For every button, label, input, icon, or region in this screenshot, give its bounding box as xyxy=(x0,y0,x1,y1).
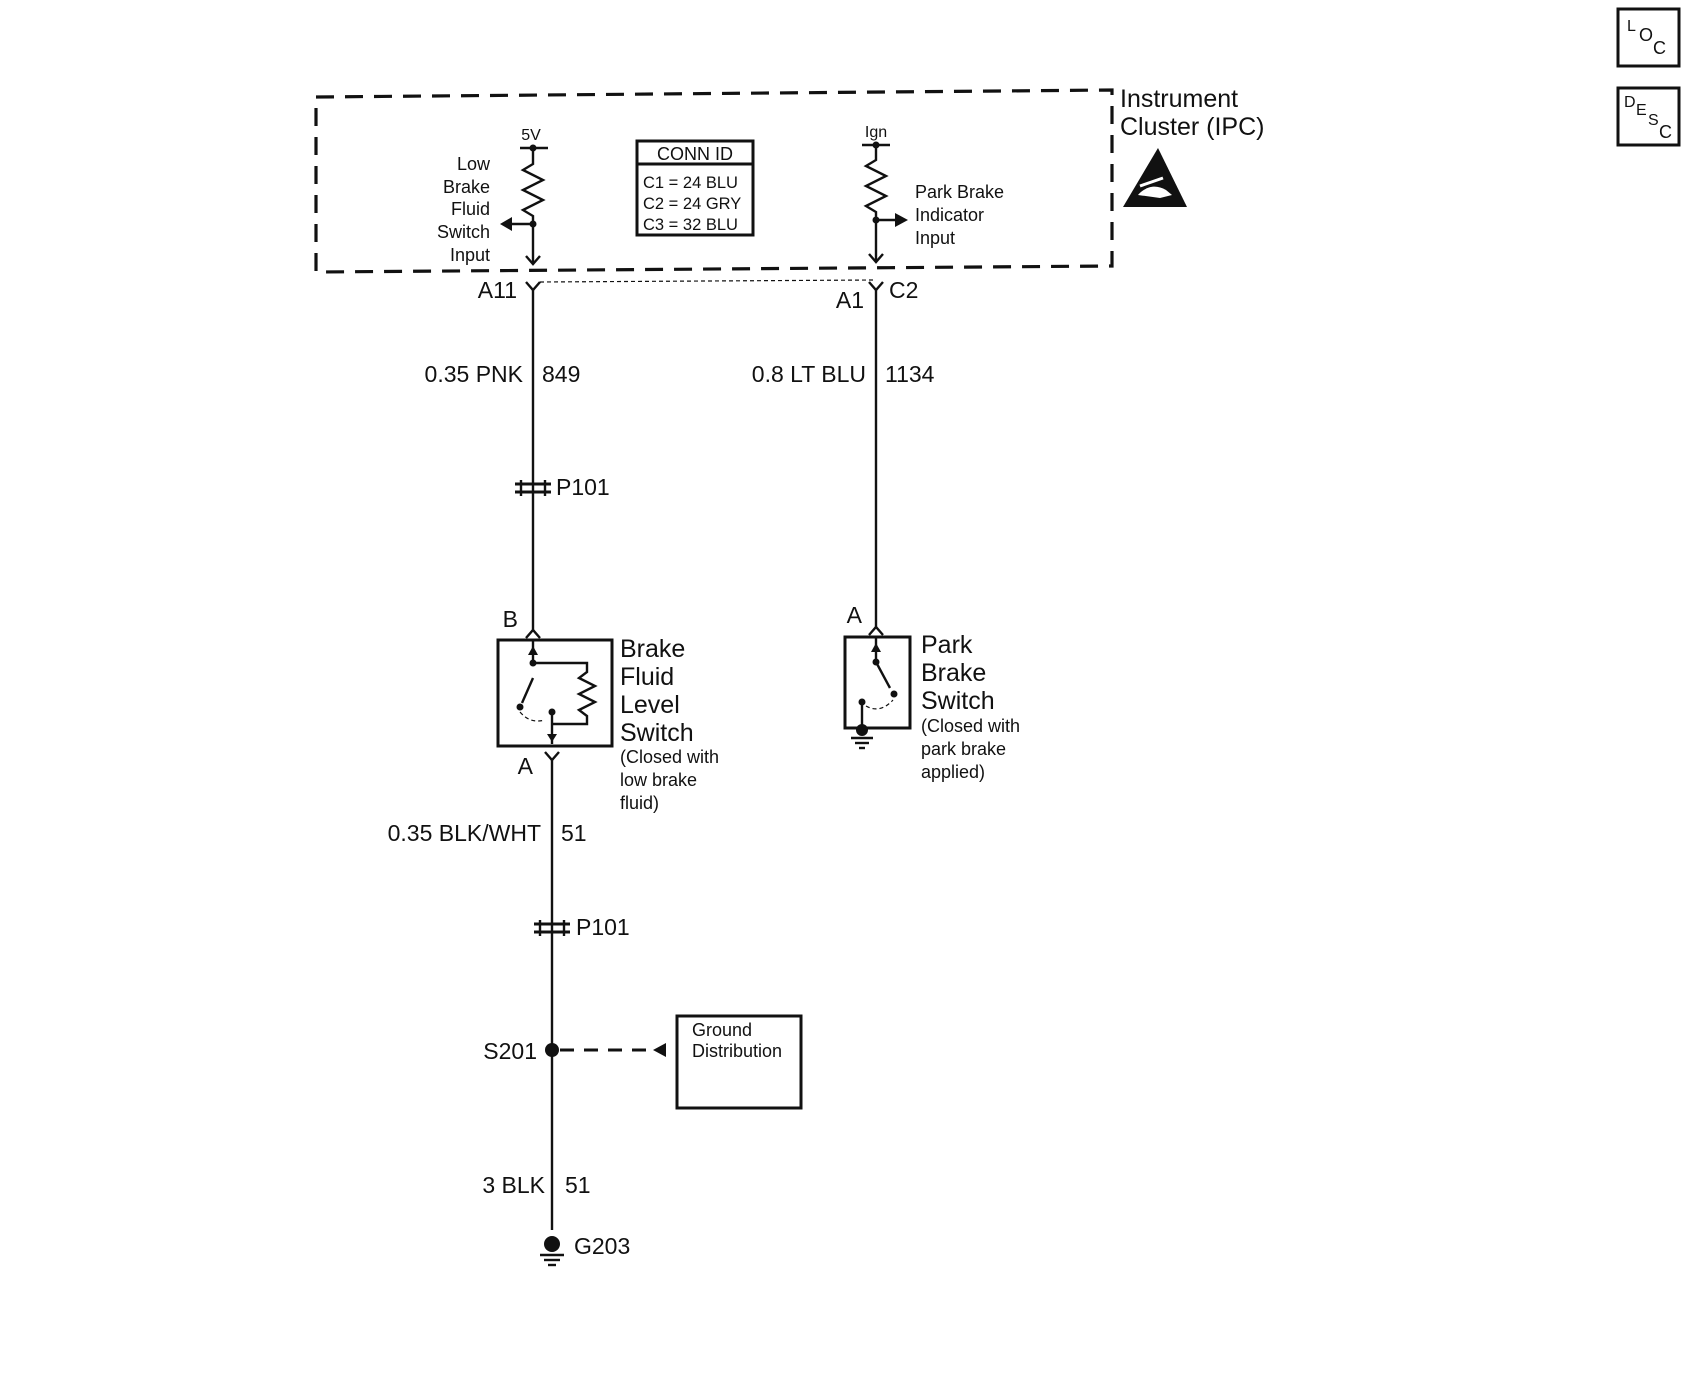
wire-1134-number: 1134 xyxy=(885,361,935,387)
conn-id-title: CONN ID xyxy=(657,144,733,164)
brake-fluid-switch-name-2: Fluid xyxy=(620,663,674,691)
desc-letter-1: D xyxy=(1624,94,1636,111)
loc-button[interactable]: L O C xyxy=(1616,7,1681,68)
p101-bottom-label: P101 xyxy=(576,914,630,940)
ground-g203-icon xyxy=(540,1236,564,1267)
splice-s201-dot xyxy=(545,1043,559,1057)
instrument-cluster-module: Instrument Cluster (IPC) xyxy=(314,85,1264,274)
ground-g203-label: G203 xyxy=(574,1233,630,1259)
left-input-label-1: Low xyxy=(457,154,491,174)
esd-warning-hand-icon xyxy=(1123,148,1187,207)
park-brake-circuit: Ign Park Brake Indicator Input A1 C2 0.8… xyxy=(752,124,1020,782)
low-brake-fluid-circuit: 5V Low Brake Fluid Switch Input A11 0.35… xyxy=(388,127,875,1267)
brake-fluid-switch-note-2: low brake xyxy=(620,770,697,790)
wire-3blk-number: 51 xyxy=(565,1172,591,1198)
brake-fluid-switch-frame xyxy=(496,638,614,748)
connector-c2-label: C2 xyxy=(889,277,918,303)
brake-fluid-switch-note-3: fluid) xyxy=(620,793,659,813)
desc-button[interactable]: D E S C xyxy=(1616,86,1681,147)
module-outline xyxy=(314,88,1114,274)
park-switch-ground-icon xyxy=(856,724,868,736)
pin-b-label: B xyxy=(503,606,518,632)
brake-fluid-level-switch xyxy=(496,638,614,748)
ground-distribution-frame xyxy=(675,1014,803,1110)
conn-id-row-2: C2 = 24 GRY xyxy=(643,195,741,213)
right-input-label-1: Park Brake xyxy=(915,182,1004,202)
park-brake-switch xyxy=(843,635,912,750)
p101-top-label: P101 xyxy=(556,474,610,500)
inline-connector-p101-bottom xyxy=(534,920,570,936)
right-input-label-2: Indicator xyxy=(915,205,984,225)
right-input-label-3: Input xyxy=(915,228,955,248)
ground-distribution-label-2: Distribution xyxy=(692,1041,782,1061)
park-brake-switch-name-3: Switch xyxy=(921,687,995,715)
desc-button-frame xyxy=(1616,86,1681,147)
ground-distribution-box[interactable]: Ground Distribution xyxy=(675,1014,803,1110)
pin-a-bottom-label: A xyxy=(518,753,534,779)
wire-51-gauge-color: 0.35 BLK/WHT xyxy=(388,820,541,846)
brake-fluid-switch-name-1: Brake xyxy=(620,635,685,663)
park-brake-switch-frame xyxy=(843,635,912,730)
park-brake-switch-name-1: Park xyxy=(921,631,973,659)
park-brake-switch-note-3: applied) xyxy=(921,762,985,782)
left-input-label-4: Switch xyxy=(437,222,490,242)
wire-3blk-gauge-color: 3 BLK xyxy=(482,1172,545,1198)
brake-fluid-switch-name-4: Switch xyxy=(620,719,694,747)
desc-letter-4: C xyxy=(1659,122,1672,142)
left-input-label-3: Fluid xyxy=(451,199,490,219)
loc-button-frame xyxy=(1616,7,1681,68)
brake-fluid-switch-note-1: (Closed with xyxy=(620,747,719,767)
loc-letter-2: O xyxy=(1639,25,1653,45)
module-name-line1: Instrument xyxy=(1120,85,1238,113)
conn-id-frame xyxy=(635,139,755,237)
park-brake-switch-name-2: Brake xyxy=(921,659,986,687)
right-input-arrow-icon xyxy=(895,213,908,227)
supply-ign-label: Ign xyxy=(865,124,887,141)
connector-c2-link xyxy=(539,279,875,283)
pin-a11-label: A11 xyxy=(478,277,517,303)
left-input-arrow-icon xyxy=(500,217,512,231)
conn-id-table: CONN ID C1 = 24 BLU C2 = 24 GRY C3 = 32 … xyxy=(635,139,755,237)
park-brake-switch-note-2: park brake xyxy=(921,739,1006,759)
conn-id-row-1: C1 = 24 BLU xyxy=(643,174,738,192)
loc-letter-1: L xyxy=(1627,18,1636,35)
desc-letter-2: E xyxy=(1636,102,1647,119)
ground-distribution-arrow-icon xyxy=(653,1043,666,1057)
conn-id-row-3: C3 = 32 BLU xyxy=(643,216,738,234)
left-input-label-2: Brake xyxy=(443,177,490,197)
left-input-label-5: Input xyxy=(450,245,490,265)
park-brake-switch-note-1: (Closed with xyxy=(921,716,1020,736)
park-pin-a-label: A xyxy=(847,602,863,628)
brake-fluid-switch-name-3: Level xyxy=(620,691,680,719)
inline-connector-p101-top xyxy=(515,480,551,496)
pin-a1-label: A1 xyxy=(836,287,864,313)
wire-849-gauge-color: 0.35 PNK xyxy=(425,361,524,387)
desc-letter-3: S xyxy=(1648,112,1659,129)
wire-1134-gauge-color: 0.8 LT BLU xyxy=(752,361,866,387)
ground-distribution-label-1: Ground xyxy=(692,1020,752,1040)
splice-s201-label: S201 xyxy=(483,1038,537,1064)
module-name-line2: Cluster (IPC) xyxy=(1120,113,1264,141)
supply-5v-label: 5V xyxy=(521,127,541,144)
loc-letter-3: C xyxy=(1653,38,1666,58)
wire-849-number: 849 xyxy=(542,361,580,387)
wire-51-number: 51 xyxy=(561,820,587,846)
